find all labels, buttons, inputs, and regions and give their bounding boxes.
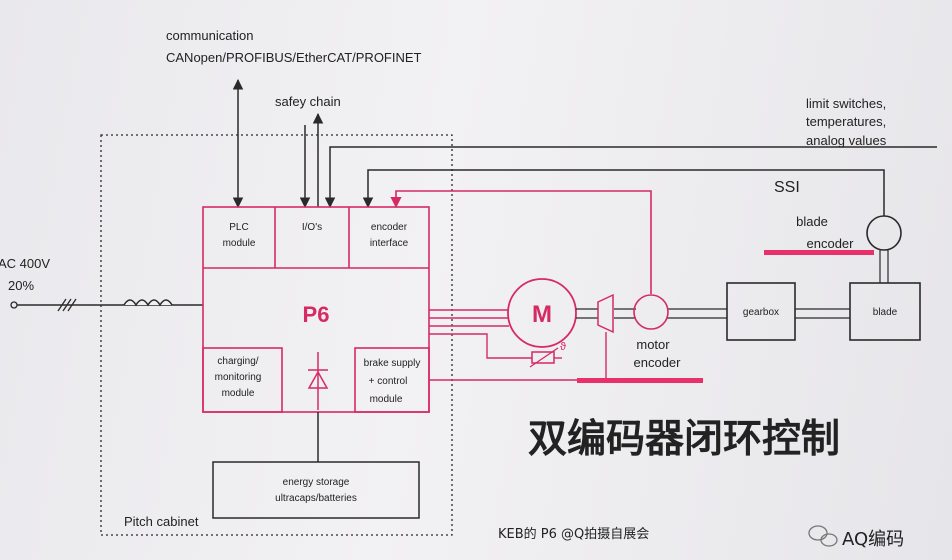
three-phase-mark-1 (57, 298, 67, 312)
blade-encoder-label-1: blade (796, 214, 828, 229)
energy-storage-label-1: energy storage (283, 477, 350, 488)
gearbox-label: gearbox (743, 307, 779, 318)
energy-storage-box (212, 461, 420, 519)
motor-symbol (507, 278, 577, 348)
safety-chain-label: safey chain (275, 94, 341, 109)
pitch-cabinet-label: Pitch cabinet (124, 514, 199, 529)
gearbox-box (726, 282, 796, 341)
watermark-label: AQ编码 (842, 529, 904, 550)
motor-encoder-label-1: motor (636, 337, 670, 352)
charging-label-2: monitoring (215, 372, 262, 383)
ssi-line (362, 169, 885, 216)
limit-switches-line (324, 146, 937, 209)
headline-label: 双编码器闭环控制 (528, 417, 840, 462)
diode-symbol (307, 352, 329, 410)
plc-label-2: module (223, 238, 256, 249)
supply-voltage-label: AC 400V (0, 256, 50, 271)
motor-encoder-label-2: encoder (634, 355, 682, 370)
temperatures-label: temperatures, (806, 114, 886, 129)
thermistor-slash (529, 347, 559, 368)
blade-label: blade (873, 307, 898, 318)
brake-supply-label-1: brake supply (364, 358, 421, 369)
encoder-interface-label-1: encoder (371, 222, 408, 233)
three-phase-mark-2 (62, 298, 72, 312)
caption-label: KEB的 P6 @Q拍摄自展会 (498, 526, 649, 542)
drive-shaft (576, 308, 850, 319)
supply-terminal (10, 301, 18, 309)
communication-label: communication (166, 28, 253, 43)
charging-label-3: module (222, 388, 255, 399)
blade-box (849, 282, 921, 341)
protocols-label: CANopen/PROFIBUS/EtherCAT/PROFINET (166, 50, 422, 65)
pitch-cabinet-border (100, 134, 453, 536)
p6-label: P6 (303, 302, 330, 327)
motor-encoder-symbol (633, 294, 669, 330)
three-phase-mark-3 (67, 298, 77, 312)
wechat-icon (808, 525, 838, 547)
ios-label: I/O's (302, 222, 322, 233)
analog-values-label: analog values (806, 133, 887, 148)
encoder-interface-label-2: interface (370, 238, 409, 249)
blade-encoder-highlight (764, 250, 874, 255)
brake-supply-label-3: module (370, 394, 403, 405)
ssi-label: SSI (774, 179, 800, 196)
motor-label: M (532, 301, 552, 328)
theta-label: ϑ (560, 341, 566, 353)
limit-switches-label: limit switches, (806, 96, 886, 111)
energy-storage-label-2: ultracaps/batteries (275, 493, 357, 504)
blade-encoder-symbol (866, 215, 902, 251)
blade-encoder-label-2: encoder (807, 236, 855, 251)
supply-tolerance-label: 20% (8, 278, 34, 293)
brake-supply-label-2: + control (369, 376, 408, 387)
plc-label-1: PLC (229, 222, 248, 233)
charging-label-1: charging/ (217, 356, 258, 367)
temperature-sensor-line (429, 333, 532, 359)
brake-symbol (597, 293, 614, 334)
inductor-symbol (123, 299, 173, 307)
motor-encoder-highlight (577, 378, 703, 383)
motor-power-lines (429, 309, 509, 327)
motor-encoder-feedback-line (390, 190, 652, 294)
